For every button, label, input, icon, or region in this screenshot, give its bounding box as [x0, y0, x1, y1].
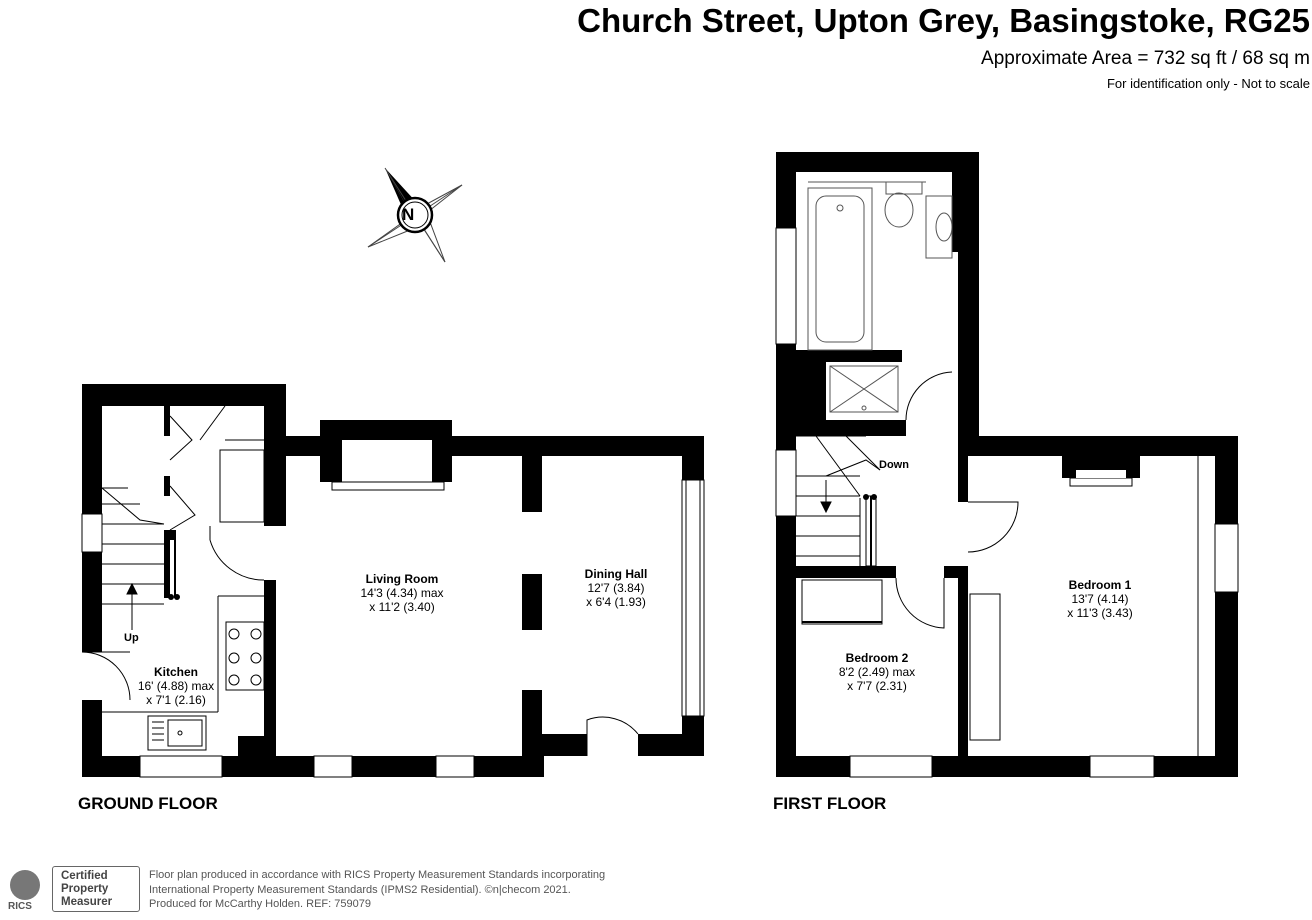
room-name: Kitchen — [153, 665, 199, 679]
identification-note: For identification only - Not to scale — [1106, 76, 1310, 91]
footer-line-1: Floor plan produced in accordance with R… — [149, 869, 606, 881]
room-dim-2: x 6'4 (1.93) — [586, 595, 646, 609]
footer-disclaimer: Floor plan produced in accordance with R… — [149, 868, 605, 912]
room-kitchen: Kitchen 16' (4.88) max x 7'1 (2.16) — [138, 665, 214, 707]
ground-floor-label: GROUND FLOOR — [78, 794, 218, 813]
badge-line-1: Certified — [61, 870, 108, 882]
room-dim-1: 16' (4.88) max — [137, 679, 215, 693]
approximate-area: Approximate Area = 732 sq ft / 68 sq m — [981, 48, 1310, 69]
room-dim-1: 12'7 (3.84) — [587, 581, 645, 595]
stairs-up-label: Up — [124, 632, 139, 644]
badge-line-3: Measurer — [61, 896, 113, 908]
room-dim-2: x 11'2 (3.40) — [369, 600, 435, 614]
property-address: Church Street, Upton Grey, Basingstoke, … — [577, 2, 1310, 39]
room-dim-1: 13'7 (4.14) — [1071, 592, 1129, 606]
room-dim-1: 14'3 (4.34) max — [360, 586, 444, 600]
compass-north-icon — [367, 167, 463, 263]
stairs-down-label: Down — [879, 459, 909, 471]
compass-label: N — [402, 205, 415, 224]
room-dim-1: 8'2 (2.49) max — [838, 665, 916, 679]
kitchen-fixtures — [102, 595, 265, 751]
footer-line-3: Produced for McCarthy Holden. REF: 75907… — [149, 898, 371, 910]
room-bedroom-2: Bedroom 2 8'2 (2.49) max x 7'7 (2.31) — [839, 651, 915, 693]
room-dim-2: x 11'3 (3.43) — [1067, 606, 1133, 620]
room-dim-2: x 7'7 (2.31) — [847, 679, 907, 693]
room-name: Bedroom 1 — [1068, 578, 1132, 592]
footer-line-2: International Property Measurement Stand… — [149, 883, 571, 896]
first-floor-label: FIRST FLOOR — [773, 794, 887, 813]
room-dining-hall: Dining Hall 12'7 (3.84) x 6'4 (1.93) — [585, 567, 648, 609]
bathroom-fixtures — [807, 181, 953, 413]
rics-certified-badge: RICS Certified Property Measurer — [8, 866, 140, 914]
certified-box: Certified Property Measurer — [52, 866, 140, 912]
rics-logo-icon — [10, 870, 40, 900]
first-floor-stairs — [796, 435, 881, 566]
ground-floor-windows — [81, 479, 705, 778]
room-name: Bedroom 2 — [845, 651, 909, 665]
room-name: Living Room — [365, 572, 439, 586]
room-name: Dining Hall — [584, 567, 648, 581]
badge-line-2: Property — [61, 883, 109, 895]
first-floor-windows — [775, 227, 1239, 778]
room-bedroom-1: Bedroom 1 13'7 (4.14) x 11'3 (3.43) — [1067, 578, 1132, 620]
ground-floor-stairs — [101, 487, 165, 630]
first-floor-walls — [776, 152, 1238, 777]
room-dim-2: x 7'1 (2.16) — [146, 693, 206, 707]
rics-brand: RICS — [8, 901, 32, 912]
room-living: Living Room 14'3 (4.34) max x 11'2 (3.40… — [361, 572, 444, 614]
